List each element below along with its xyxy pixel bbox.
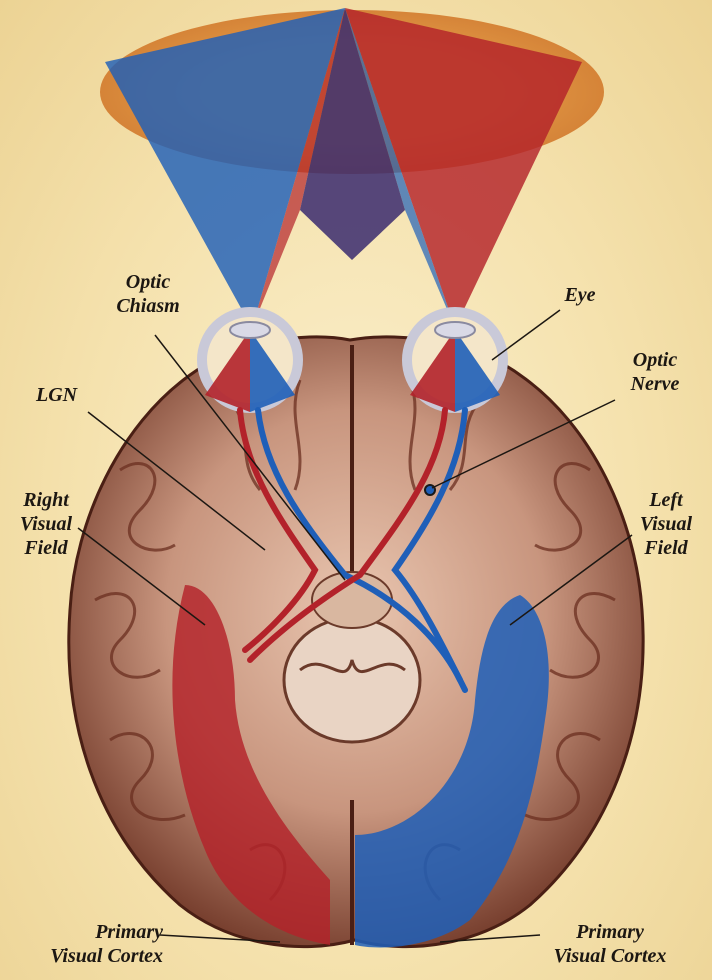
label-primary-visual-cortex-right: Primary Visual Cortex	[535, 920, 685, 968]
label-lgn: LGN	[36, 383, 116, 407]
leader-eye	[492, 310, 560, 360]
label-right-visual-field: Right Visual Field	[6, 488, 86, 560]
right-eye	[202, 312, 298, 412]
left-eye	[407, 312, 503, 412]
label-primary-visual-cortex-left: Primary Visual Cortex	[18, 920, 163, 968]
label-eye: Eye	[540, 283, 620, 307]
label-optic-chiasm: Optic Chiasm	[88, 270, 208, 318]
label-left-visual-field: Left Visual Field	[626, 488, 706, 560]
label-optic-nerve: Optic Nerve	[605, 348, 705, 396]
midbrain	[284, 618, 420, 742]
